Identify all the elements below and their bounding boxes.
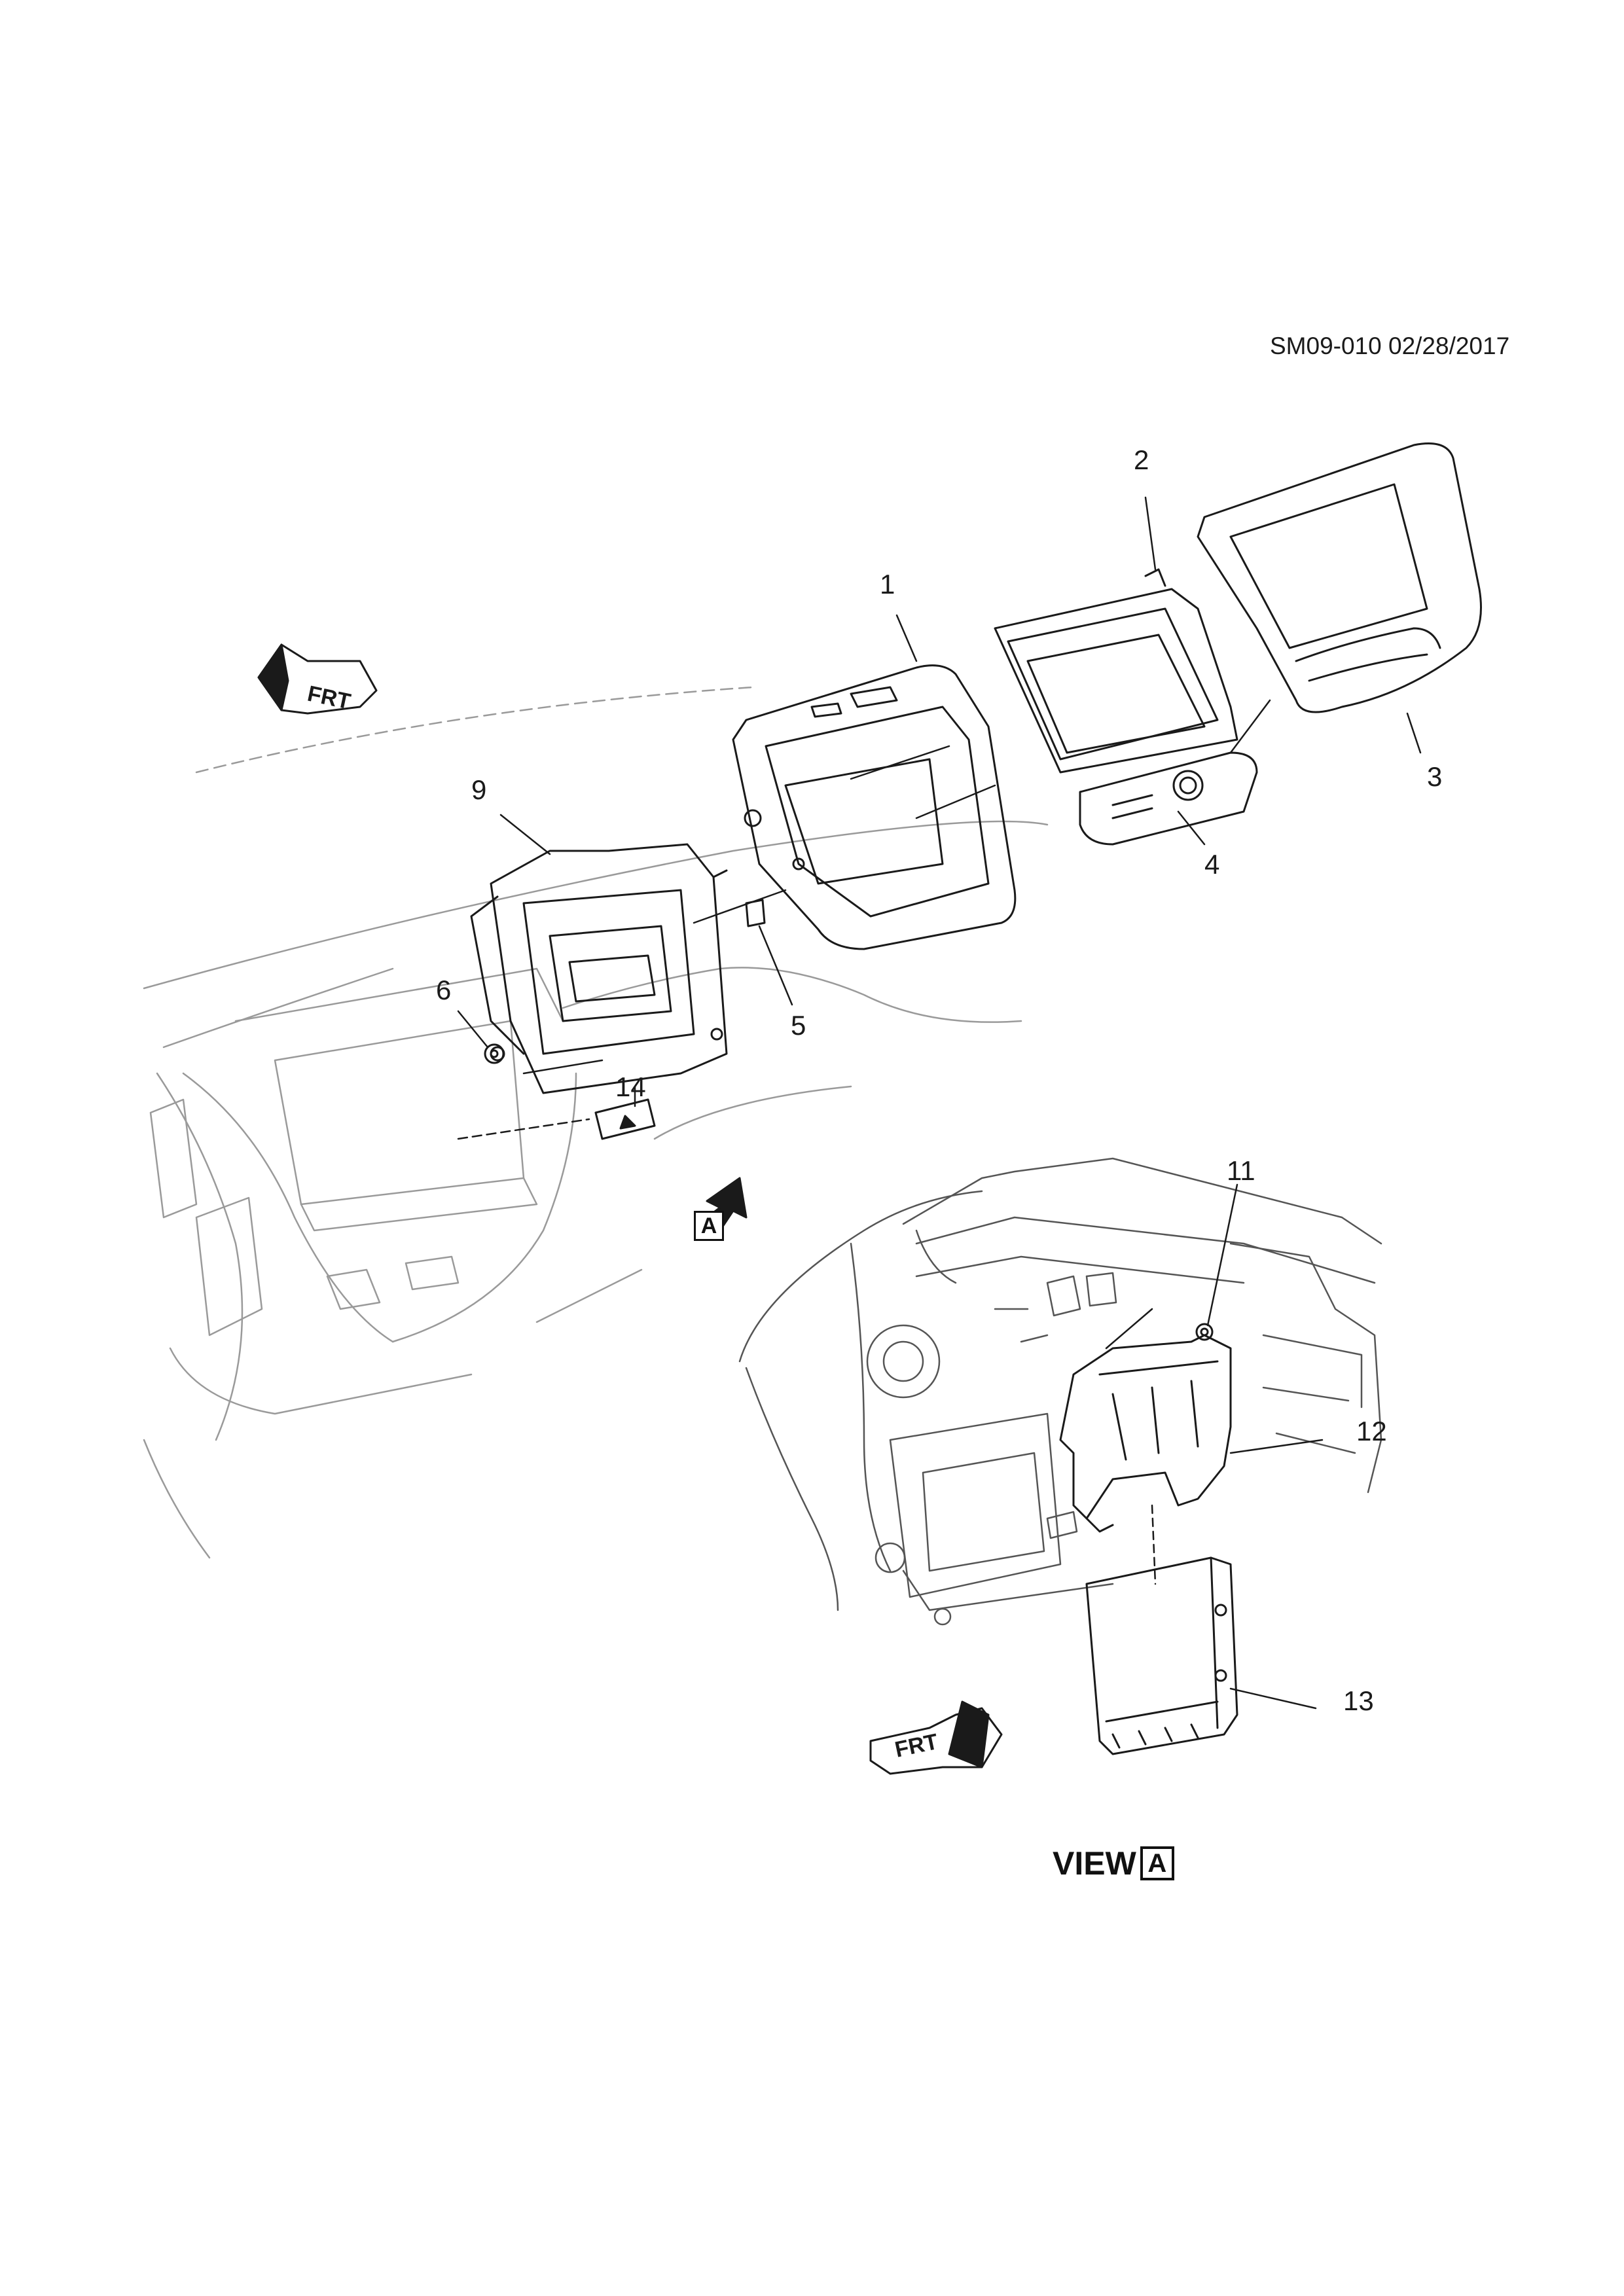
callout-11: 11 <box>1227 1155 1255 1186</box>
callout-1: 1 <box>880 569 895 600</box>
part-11-bolt <box>1195 1323 1214 1341</box>
callout-12: 12 <box>1356 1416 1387 1446</box>
view-letter-box: A <box>1140 1846 1174 1880</box>
callout-9: 9 <box>471 774 487 805</box>
front-arrow-lower: FRT <box>869 1700 1003 1775</box>
view-a-marker: A <box>694 1211 724 1241</box>
callout-6: 6 <box>436 975 452 1005</box>
instrument-panel-outline <box>143 686 1049 1559</box>
callout-3: 3 <box>1427 761 1443 792</box>
callout-2: 2 <box>1134 444 1149 475</box>
document-id: SM09-010 02/28/2017 <box>1270 332 1510 359</box>
view-a-leader-lines <box>1105 1183 1324 1710</box>
front-arrow-upper: FRT <box>257 643 378 715</box>
part-2-display <box>994 568 1238 774</box>
view-a-label: VIEW A <box>1053 1844 1174 1882</box>
leader-lines <box>457 496 1422 1140</box>
view-word: VIEW <box>1053 1845 1136 1882</box>
part-12-radio-bracket <box>1059 1334 1232 1533</box>
callout-4: 4 <box>1204 849 1220 880</box>
part-3-trim-plate <box>1197 442 1482 713</box>
part-1-bezel-frame <box>732 664 1017 950</box>
part-4-control-panel <box>1079 751 1258 846</box>
part-14-switch <box>594 1098 656 1140</box>
part-9-bracket <box>470 843 728 1094</box>
view-a-dash-structure <box>738 1157 1382 1626</box>
callout-13: 13 <box>1343 1685 1374 1716</box>
callout-14: 14 <box>615 1071 646 1102</box>
part-6-screw <box>484 1043 505 1064</box>
part-13-radio-module <box>1085 1556 1238 1755</box>
callout-5: 5 <box>791 1010 806 1041</box>
